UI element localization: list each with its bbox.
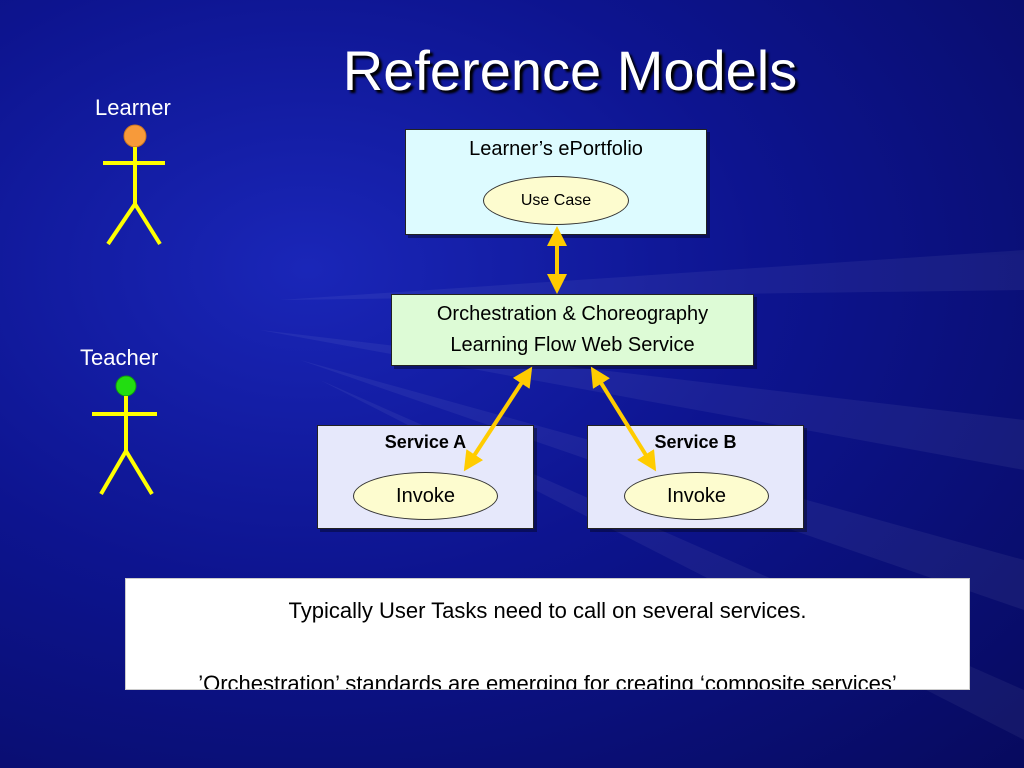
- note-line-2: ’Orchestration’ standards are emerging f…: [198, 671, 897, 690]
- service-b-title: Service B: [654, 432, 737, 452]
- eportfolio-title: Learner’s ePortfolio: [469, 138, 643, 160]
- page-title: Reference Models: [342, 39, 798, 102]
- orchestration-line2: Learning Flow Web Service: [450, 334, 695, 356]
- note-line-1: Typically User Tasks need to call on sev…: [288, 598, 807, 623]
- teacher-label: Teacher: [80, 345, 159, 370]
- orchestration-line1: Orchestration & Choreography: [436, 303, 709, 325]
- service-a-box: Service A Invoke: [317, 425, 534, 529]
- service-a-title: Service A: [384, 432, 467, 452]
- service-b-box: Service B Invoke: [587, 425, 804, 529]
- learner-label: Learner: [95, 95, 171, 120]
- learner-actor-icon: [103, 124, 165, 246]
- orchestration-box: Orchestration & Choreography Learning Fl…: [391, 294, 754, 366]
- service-a-invoke-ellipse: Invoke: [353, 472, 498, 520]
- use-case-ellipse: Use Case: [483, 176, 629, 225]
- service-b-invoke-ellipse: Invoke: [624, 472, 769, 520]
- teacher-actor-icon: [92, 375, 157, 496]
- note-box: Typically User Tasks need to call on sev…: [125, 578, 970, 690]
- eportfolio-box: Learner’s ePortfolio Use Case: [405, 129, 707, 235]
